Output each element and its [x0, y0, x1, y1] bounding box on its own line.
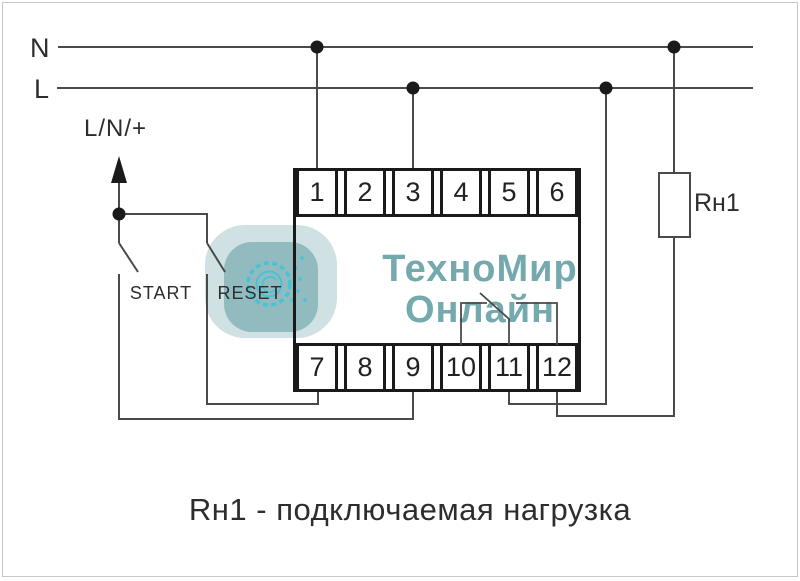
terminal-3-number: 3	[405, 177, 421, 207]
terminal-5-number: 5	[501, 177, 517, 207]
terminal-8-number: 8	[357, 352, 373, 382]
terminal-11-number: 11	[494, 352, 524, 382]
terminal-10-number: 10	[445, 352, 477, 382]
terminal-1: 1	[296, 168, 338, 217]
watermark-line1: ТехноМир	[382, 248, 578, 290]
terminal-6-number: 6	[549, 177, 565, 207]
watermark-line2: Онлайн	[404, 289, 556, 331]
device-bottom-strip-divider	[293, 343, 581, 346]
relay-contact-symbol	[460, 292, 558, 345]
terminal-4: 4	[440, 168, 482, 217]
terminal-6: 6	[536, 168, 578, 217]
n-line-label: N	[30, 33, 50, 63]
wire-l-to-terminal11	[508, 88, 607, 405]
terminal-8: 8	[344, 343, 386, 392]
terminal-1-number: 1	[309, 177, 325, 207]
junction-dot	[599, 81, 613, 95]
terminal-7: 7	[296, 343, 338, 392]
terminal-4-number: 4	[453, 177, 469, 207]
load-label: Rн1	[694, 189, 740, 217]
terminal-2: 2	[344, 168, 386, 217]
gear-at-icon	[246, 256, 307, 307]
terminal-7-number: 7	[309, 352, 325, 382]
caption: Rн1 - подключаемая нагрузка	[188, 492, 632, 527]
supply-input-label: L/N/+	[84, 115, 148, 142]
load-resistor	[658, 172, 691, 238]
device-top-strip-divider	[293, 214, 581, 217]
reset-switch-and-wire	[123, 213, 319, 405]
terminal-9-number: 9	[405, 352, 421, 382]
device-body	[293, 168, 581, 392]
junction-dot	[406, 81, 420, 95]
reset-switch-label: RESET	[217, 283, 283, 303]
terminal-5: 5	[488, 168, 530, 217]
junction-dots	[111, 40, 681, 221]
wire-load-to-terminal12	[556, 237, 675, 417]
terminal-12-number: 12	[541, 352, 573, 382]
terminal-3: 3	[392, 168, 434, 217]
terminal-10: 10	[440, 343, 482, 392]
watermark-text: ТехноМир Онлайн	[340, 249, 620, 331]
terminal-2-number: 2	[357, 177, 373, 207]
up-arrow-icon	[111, 156, 127, 183]
junction-dot	[112, 207, 126, 221]
start-switch-and-wire	[118, 214, 414, 420]
l-line-label: L	[34, 74, 50, 104]
start-switch-label: START	[129, 283, 193, 303]
terminal-9: 9	[392, 343, 434, 392]
junction-dot	[310, 40, 324, 54]
junction-dot	[667, 40, 681, 54]
